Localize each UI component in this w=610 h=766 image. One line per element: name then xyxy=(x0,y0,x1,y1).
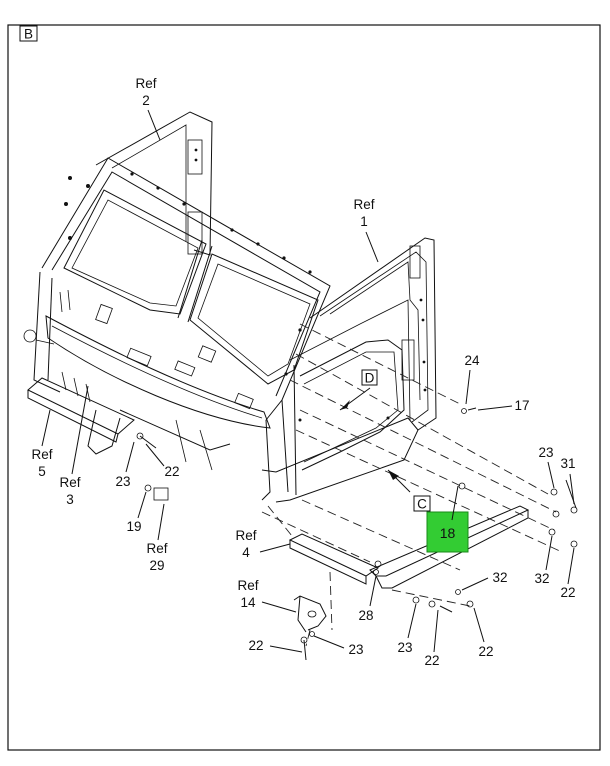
callout-22-right: 22 xyxy=(560,585,575,600)
callout-ref-14-line2: 14 xyxy=(240,595,256,610)
callout-23-lower: 23 xyxy=(397,640,412,655)
callout-22-mid: 22 xyxy=(164,464,179,479)
callout-23-top-leader xyxy=(547,461,555,489)
view-tag-box xyxy=(19,25,38,42)
drawing-frame xyxy=(7,24,601,751)
callout-ref-1-line1: Ref xyxy=(353,197,374,212)
callout-22-lower-a-leader xyxy=(433,609,439,653)
left-side-panel xyxy=(95,111,213,256)
callout-22-lower-b: 22 xyxy=(478,644,493,659)
callout-32-lower-leader xyxy=(461,577,489,591)
detail-d-tag: D xyxy=(365,371,375,386)
callout-ref-5-line1: Ref xyxy=(31,447,52,462)
callout-18-leader xyxy=(451,485,459,521)
callout-22-lower-a: 22 xyxy=(424,653,439,668)
windshield-frame xyxy=(33,157,331,501)
callout-ref-2-line2: 2 xyxy=(142,93,150,108)
callout-ref-1-leader xyxy=(365,231,379,263)
detail-d-arrowhead xyxy=(340,400,350,410)
step-and-bracket xyxy=(23,329,231,471)
callout-ref-2-line1: Ref xyxy=(135,76,156,91)
callout-22-bottom-leader xyxy=(269,645,303,653)
callout-ref-4-leader xyxy=(259,543,291,553)
detail-c-box xyxy=(413,495,431,512)
highlight-label[interactable]: 18 xyxy=(440,525,456,541)
explode-lines xyxy=(261,323,563,647)
view-tag: B xyxy=(24,27,33,42)
rear-frame xyxy=(261,299,419,503)
callout-22-right-leader xyxy=(567,547,575,585)
callout-ref-4-line2: 4 xyxy=(242,545,250,560)
right-side-panel xyxy=(309,237,437,431)
callout-22-lower-b-leader xyxy=(473,607,485,643)
callout-ref-5-line2: 5 xyxy=(38,464,46,479)
callout-ref-3-line1: Ref xyxy=(59,475,80,490)
callout-ref-5-leader xyxy=(41,409,51,447)
callout-23-mid-leader xyxy=(125,441,135,473)
callout-31: 31 xyxy=(560,456,575,471)
dashboard-cowl xyxy=(45,289,271,429)
lower-panel xyxy=(288,533,380,585)
callout-23-bottom-leader xyxy=(313,635,345,649)
callout-28: 28 xyxy=(358,608,373,623)
callout-ref-29-line2: 29 xyxy=(149,558,164,573)
mounting-bracket xyxy=(293,595,327,633)
callout-24: 24 xyxy=(464,353,480,368)
callout-32-lower: 32 xyxy=(492,570,507,585)
callout-ref-14-leader xyxy=(261,601,297,613)
callout-17: 17 xyxy=(514,398,529,413)
detail-d-box xyxy=(361,369,378,386)
callout-17-leader xyxy=(477,405,513,411)
callout-23-top: 23 xyxy=(538,445,553,460)
callout-23-lower-leader xyxy=(407,603,417,639)
callout-31-leader xyxy=(569,473,575,505)
fasteners xyxy=(136,407,578,661)
callout-22-bottom: 22 xyxy=(248,638,263,653)
detail-c-tag: C xyxy=(417,497,427,512)
callout-ref-29-leader xyxy=(157,503,165,541)
callout-28-leader xyxy=(369,575,377,607)
callout-ref-29-line1: Ref xyxy=(146,541,167,556)
callout-ref-4-line1: Ref xyxy=(235,528,256,543)
callout-ref-3-line2: 3 xyxy=(66,492,74,507)
callout-ref-14-line1: Ref xyxy=(237,578,258,593)
callout-ref-3-leader xyxy=(71,385,89,475)
callout-ref-1-line2: 1 xyxy=(360,214,368,229)
callout-23-bottom: 23 xyxy=(348,642,363,657)
callout-24-leader xyxy=(465,369,471,405)
callout-32-right-leader xyxy=(545,535,553,571)
callout-23-mid: 23 xyxy=(115,474,130,489)
highlight-box[interactable] xyxy=(426,511,469,553)
callout-22-mid-leader xyxy=(145,443,165,467)
callout-19: 19 xyxy=(126,519,141,534)
callout-ref-2-leader xyxy=(147,109,161,141)
callout-19-leader xyxy=(137,491,147,519)
callout-32-right: 32 xyxy=(534,571,549,586)
detail-c-arrowhead xyxy=(388,470,399,480)
